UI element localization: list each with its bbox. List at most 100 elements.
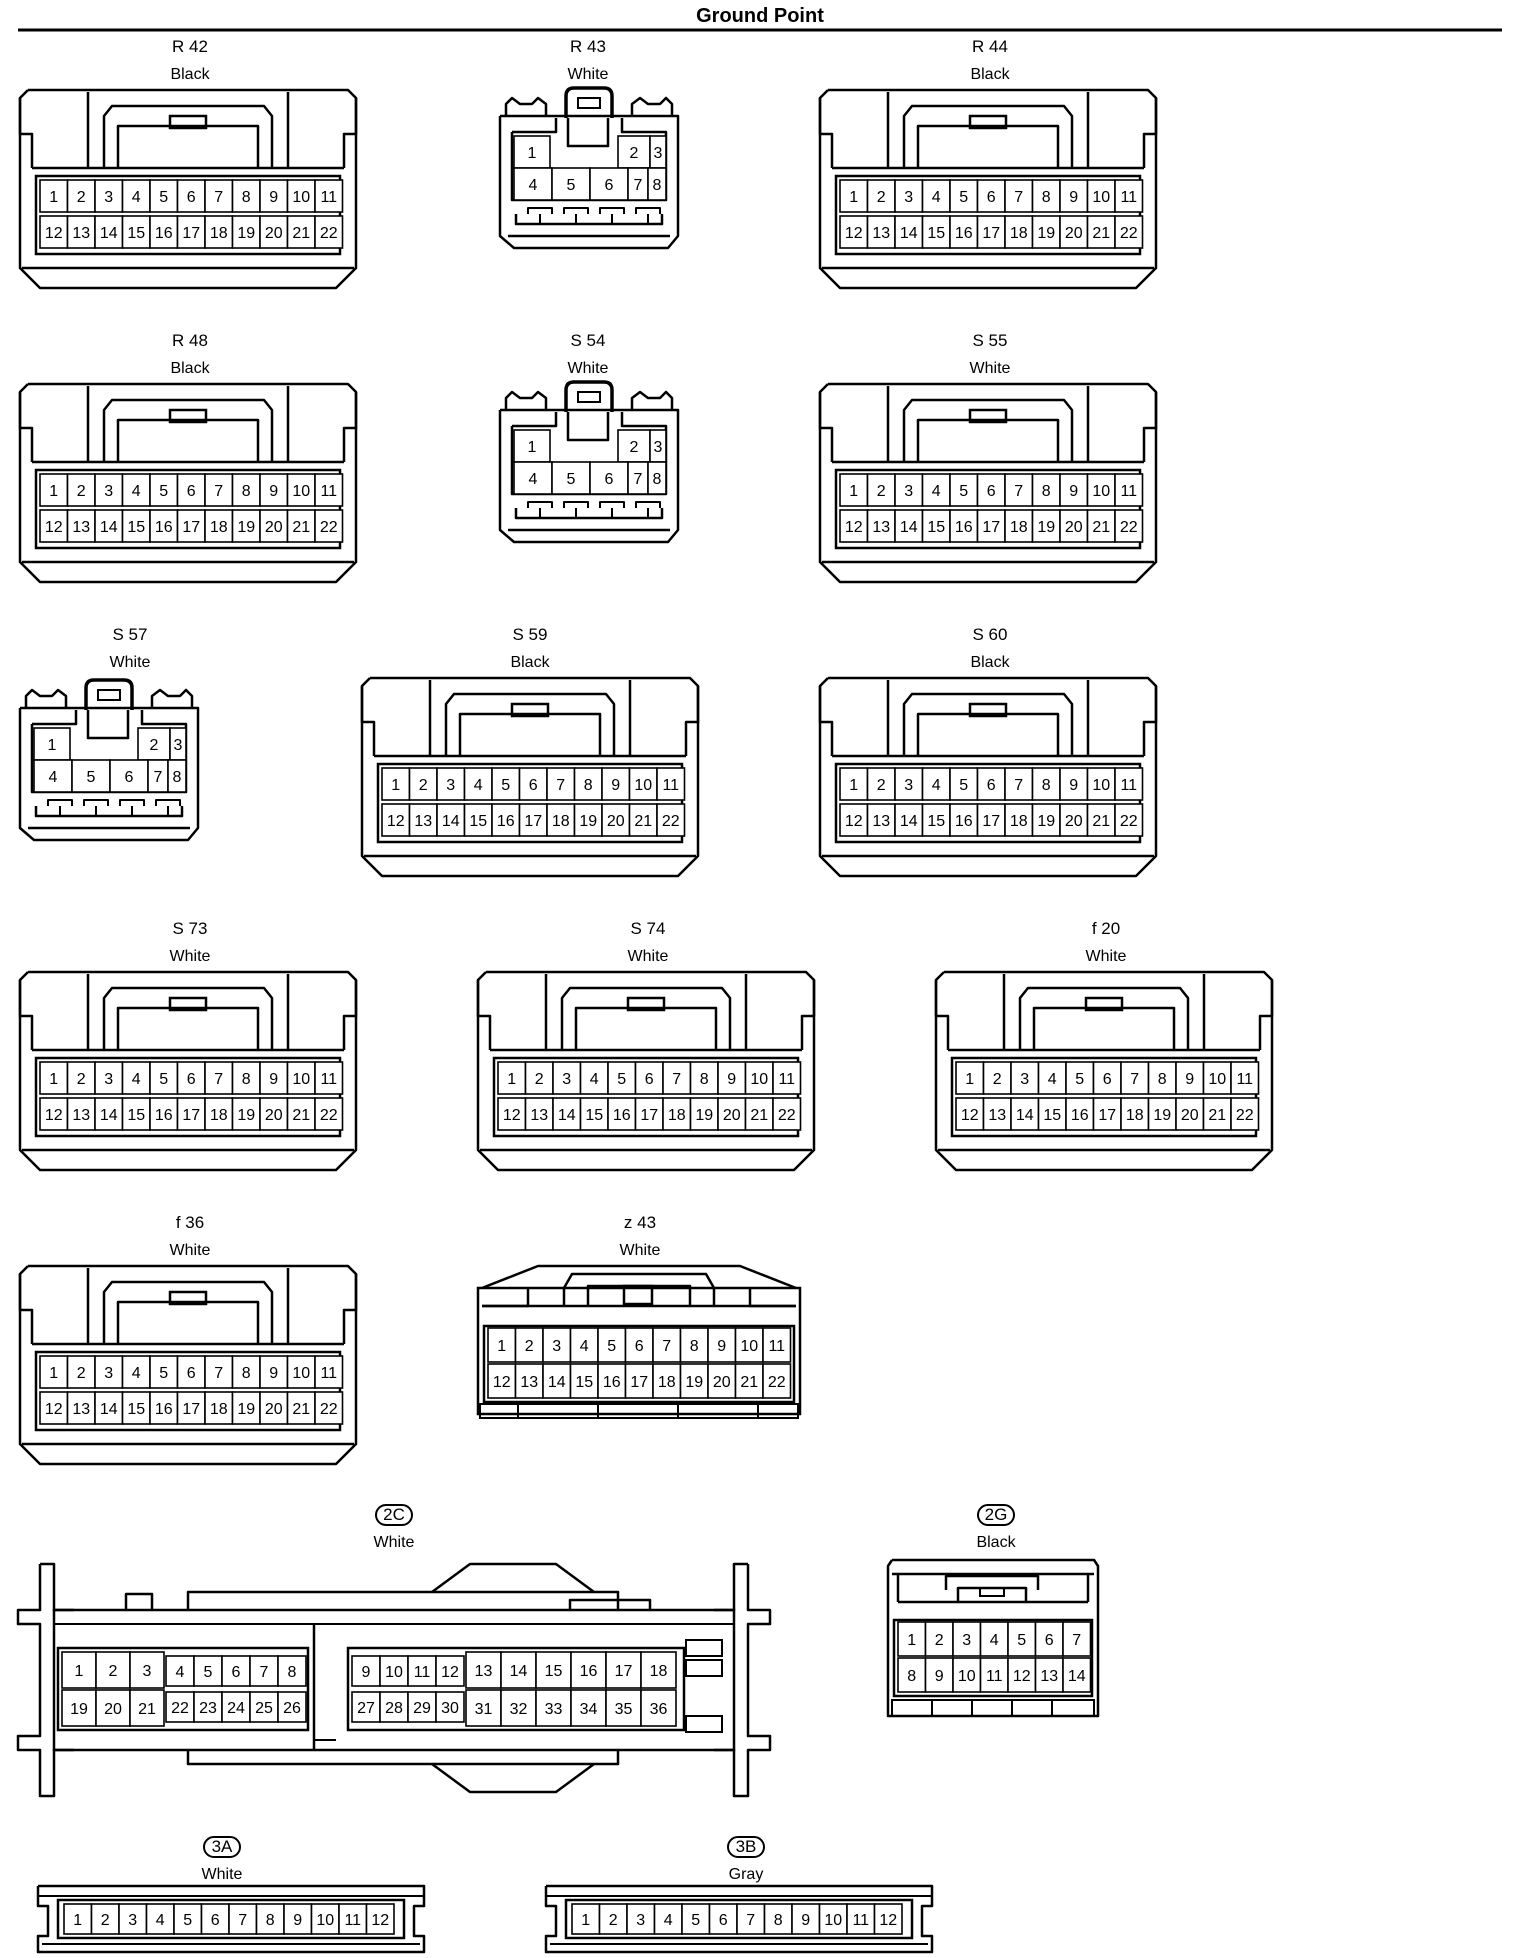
pin-cell: 16: [570, 1651, 607, 1689]
connector-color: Gray: [729, 1866, 764, 1883]
pin-cell: 15: [921, 509, 951, 543]
pin-number: 2: [101, 1912, 110, 1929]
pin-number: 16: [613, 1107, 631, 1124]
pin-box: [597, 1327, 627, 1363]
pin-number: 18: [210, 519, 228, 536]
outline-shape: [599, 501, 625, 508]
pin-cell: 14: [94, 1097, 124, 1131]
pin-cell: 14: [1010, 1097, 1040, 1131]
pin-cell: 3: [649, 135, 667, 169]
pin-box: [605, 1651, 642, 1689]
pin-box: [1114, 803, 1144, 837]
pin-cell: 20: [259, 215, 289, 249]
pin-number: 6: [529, 777, 538, 794]
pin-cell: 20: [259, 509, 289, 543]
pin-box: [204, 1391, 234, 1425]
pin-cell: 5: [551, 167, 591, 201]
pin-cell: 12: [873, 1903, 903, 1935]
pin-cell: 12: [435, 1655, 465, 1687]
pin-box: [679, 1327, 709, 1363]
outline-shape: [944, 1574, 1040, 1590]
pin-cell: 9: [259, 1355, 289, 1389]
pin-box: [647, 461, 667, 495]
pin-box: [1114, 767, 1144, 801]
pin-number: 9: [269, 1365, 278, 1382]
pin-number: 14: [1068, 1668, 1086, 1685]
pin-cell: 15: [121, 1391, 151, 1425]
pin-cell: 9: [259, 473, 289, 507]
pin-number: 6: [232, 1664, 241, 1681]
pin-number: 3: [654, 439, 663, 456]
pin-number: 17: [182, 1401, 200, 1418]
connector-color: Black: [170, 360, 210, 377]
pin-cell: 3: [894, 767, 924, 801]
pin-cell: 28: [379, 1691, 409, 1723]
pin-box: [894, 767, 924, 801]
pin-number: 2: [877, 189, 886, 206]
pin-cell: 19: [231, 215, 261, 249]
outline-shape: [568, 1598, 652, 1610]
outline-shape: [444, 692, 616, 756]
pin-number: 22: [768, 1374, 786, 1391]
pin-cell: 1: [513, 429, 551, 463]
pin-cell: 13: [866, 509, 896, 543]
pin-box: [1065, 1097, 1095, 1131]
pin-box: [734, 1363, 764, 1399]
pin-cell: 2: [66, 179, 96, 213]
pin-number: 27: [357, 1700, 375, 1717]
pin-number: 6: [987, 189, 996, 206]
pin-number: 14: [900, 225, 918, 242]
pin-cell: 17: [634, 1097, 664, 1131]
pin-number: 3: [904, 483, 913, 500]
pin-cell: 17: [1092, 1097, 1122, 1131]
pin-cell: 4: [121, 473, 151, 507]
pin-box: [314, 1391, 344, 1425]
pin-number: 3: [562, 1071, 571, 1088]
pin-number: 8: [242, 1071, 251, 1088]
outline-shape: [18, 89, 34, 168]
pin-number: 9: [611, 777, 620, 794]
pin-number: 13: [1040, 1668, 1058, 1685]
outline-shape: [818, 383, 834, 462]
pin-number: 11: [344, 1912, 361, 1929]
outline-shape: [566, 118, 610, 148]
pin-box: [579, 1097, 609, 1131]
pin-cell: 1: [381, 767, 411, 801]
pin-number: 2: [935, 1632, 944, 1649]
pin-number: 2: [150, 737, 159, 754]
connector-color: White: [970, 360, 1011, 377]
pin-cell: 20: [259, 1097, 289, 1131]
pin-cell: 17: [176, 509, 206, 543]
pin-number: 6: [211, 1912, 220, 1929]
pin-box: [259, 215, 289, 249]
pin-cell: 2: [598, 1903, 628, 1935]
pin-box: [1004, 215, 1034, 249]
outline-shape: [119, 799, 145, 806]
pin-cell: 10: [628, 767, 658, 801]
outline-rect: [168, 1290, 208, 1306]
outline-rect: [834, 762, 1142, 844]
pin-number: 17: [182, 519, 200, 536]
pin-number: 8: [266, 1912, 275, 1929]
pin-cell: 6: [221, 1655, 251, 1687]
pin-box: [662, 1097, 692, 1131]
pin-number: 8: [584, 777, 593, 794]
pin-cell: 11: [1114, 767, 1144, 801]
pin-cell: 20: [95, 1689, 131, 1727]
pin-cell: 27: [351, 1691, 381, 1723]
pin-cell: 5: [607, 1061, 637, 1095]
pin-number: 19: [685, 1374, 703, 1391]
pin-number: 11: [414, 1664, 431, 1681]
pin-number: 22: [171, 1700, 189, 1717]
pin-box: [176, 1097, 206, 1131]
pin-box: [314, 509, 344, 543]
pin-cell: 8: [689, 1061, 719, 1095]
pin-cell: 13: [1034, 1657, 1064, 1693]
pin-number: 6: [1045, 1632, 1054, 1649]
pin-box: [149, 1355, 179, 1389]
pin-box: [286, 179, 316, 213]
pin-number: 7: [1130, 1071, 1139, 1088]
